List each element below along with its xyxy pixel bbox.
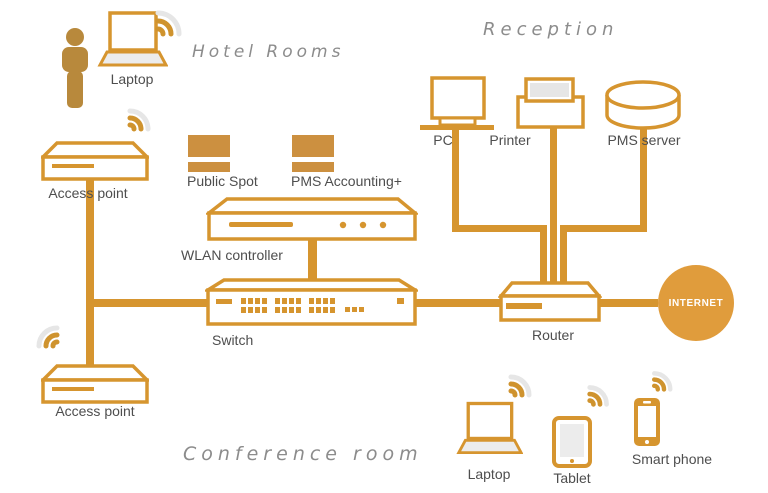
wifi-icon xyxy=(504,369,540,401)
pc-line-horizontal xyxy=(452,225,547,232)
printer-line xyxy=(550,126,557,297)
access-point-vertical-line xyxy=(86,176,94,368)
wlan-controller xyxy=(206,196,418,242)
pms-line-vertical xyxy=(640,124,647,232)
access-point-top xyxy=(41,140,149,182)
router-label: Router xyxy=(531,327,575,343)
wifi-icon xyxy=(28,320,64,352)
laptop-icon xyxy=(455,400,523,458)
router xyxy=(498,280,602,322)
access-point-bottom xyxy=(41,363,149,405)
conference-laptop-label: Laptop xyxy=(467,466,511,482)
wifi-icon xyxy=(583,380,617,410)
printer-label: Printer xyxy=(489,132,531,148)
access-point-bottom-label: Access point xyxy=(55,403,135,419)
pms-server-label: PMS server xyxy=(607,132,681,148)
tablet-icon xyxy=(552,416,592,468)
public-spot-module-icon xyxy=(188,135,230,172)
printer-icon xyxy=(516,77,586,130)
wifi-icon xyxy=(150,4,190,40)
hotel-laptop-label: Laptop xyxy=(110,71,154,87)
wifi-icon xyxy=(123,103,159,135)
conference-room-title: Conference room xyxy=(183,443,423,465)
pms-accounting-module-icon xyxy=(292,135,334,172)
tablet-label: Tablet xyxy=(553,470,591,486)
reception-title: Reception xyxy=(483,19,619,40)
public-spot-label: Public Spot xyxy=(187,173,258,189)
switch xyxy=(205,277,418,327)
hotel-rooms-title: Hotel Rooms xyxy=(192,42,345,62)
smartphone-icon xyxy=(632,396,662,448)
server-icon xyxy=(603,77,683,133)
switch-label: Switch xyxy=(212,332,254,348)
smartphone-label: Smart phone xyxy=(631,451,713,467)
wifi-icon xyxy=(648,366,680,395)
internet-label: INTERNET xyxy=(668,297,724,309)
pc-line-to-router xyxy=(540,225,547,297)
pc-label: PC xyxy=(433,132,453,148)
pms-accounting-label: PMS Accounting+ xyxy=(291,173,402,189)
pc-line-vertical xyxy=(452,126,459,232)
wlan-to-switch-line xyxy=(308,236,317,290)
pms-line-horizontal xyxy=(560,225,647,232)
laptop-icon xyxy=(96,10,168,70)
wlan-controller-label: WLAN controller xyxy=(181,247,283,263)
access-point-top-label: Access point xyxy=(48,185,128,201)
pc-icon xyxy=(418,76,496,132)
pms-line-to-router xyxy=(560,225,567,297)
person-icon xyxy=(58,27,92,111)
internet-cloud: INTERNET xyxy=(658,265,734,341)
